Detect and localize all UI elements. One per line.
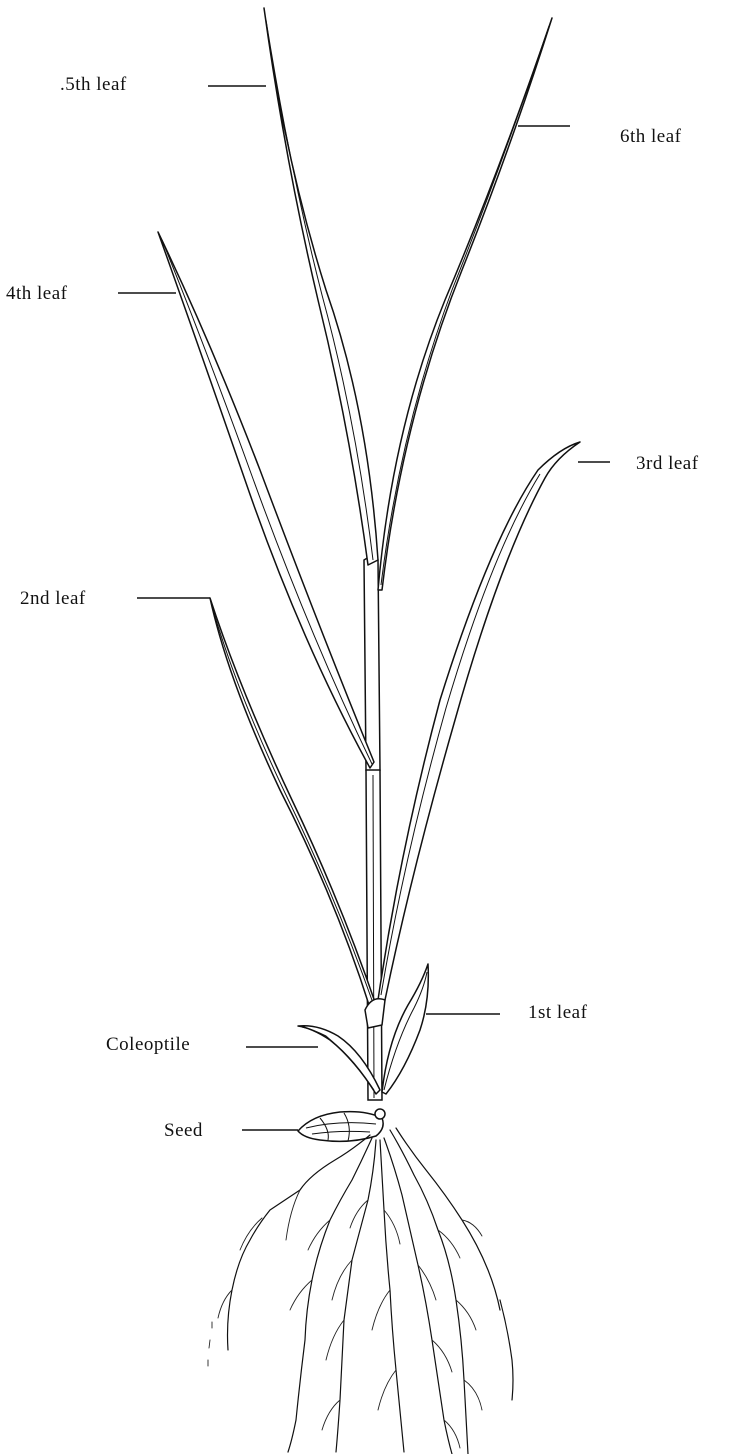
roots: [208, 1128, 513, 1454]
label-first-leaf: 1st leaf: [528, 1002, 588, 1023]
label-second-leaf: 2nd leaf: [20, 588, 86, 609]
third-leaf: [378, 442, 580, 1000]
label-sixth-leaf: 6th leaf: [620, 126, 682, 147]
label-fourth-leaf: 4th leaf: [6, 283, 68, 304]
fourth-leaf: [158, 232, 374, 768]
fifth-leaf: [264, 8, 378, 565]
label-third-leaf: 3rd leaf: [636, 453, 699, 474]
label-coleoptile: Coleoptile: [106, 1034, 190, 1055]
seed: [298, 1109, 385, 1141]
label-fifth-leaf: .5th leaf: [60, 74, 127, 95]
labels: .5th leaf 6th leaf 4th leaf 3rd leaf 2nd…: [6, 74, 699, 1141]
second-leaf: [210, 598, 385, 1028]
label-seed: Seed: [164, 1120, 203, 1141]
